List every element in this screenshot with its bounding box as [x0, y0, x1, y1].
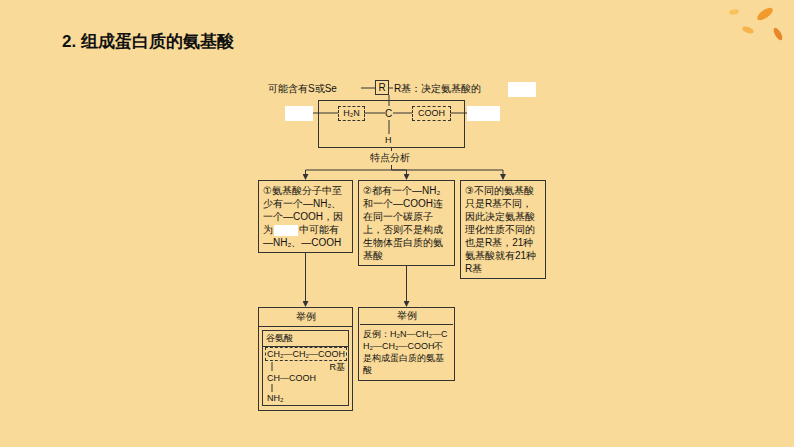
node-text: R — [376, 81, 388, 94]
fill-blank — [467, 106, 500, 121]
leaf-ornament — [729, 6, 784, 42]
node-box: C H H₂N COOH — [318, 100, 465, 148]
title: 2. 组成蛋白质的氨基酸 — [62, 30, 234, 53]
box-heading: 举例 — [360, 308, 453, 325]
node-box: R — [375, 80, 389, 95]
node-text: CH—COOH — [267, 373, 316, 383]
node-text: R基 — [330, 361, 346, 374]
node-text: 反例：H₂N—CH₂—CH₂—CH₂—COOH不是构成蛋白质的氨基酸 — [363, 328, 450, 376]
structure-box: 谷氨酸 CH—COOH NH₂ R基CH₂—CH₂—COOH — [262, 330, 349, 406]
node-text: ②都有一个—NH₂和一个—COOH连在同一个碳原子上，否则不是构成生物体蛋白质的… — [363, 184, 450, 262]
node-text: C — [385, 108, 392, 119]
node-text: H — [385, 135, 392, 145]
fill-blank — [274, 225, 298, 236]
label: R基：决定氨基酸的 — [394, 82, 481, 96]
node-box: ③不同的氨基酸只是R基不同，因此决定氨基酸理化性质不同的也是R基，21种氨基酸就… — [460, 180, 546, 279]
node-box: COOH — [412, 106, 451, 121]
fill-blank — [285, 106, 313, 121]
node-text: COOH — [413, 107, 450, 120]
node-box: H₂N — [338, 106, 365, 121]
node-box: 举例谷氨酸 CH—COOH NH₂ R基CH₂—CH₂—COOH — [258, 307, 353, 411]
structure-box: CH₂—CH₂—COOH — [265, 347, 347, 361]
label: 可能含有S或Se — [268, 82, 337, 96]
connector — [406, 266, 407, 306]
node-text: ③不同的氨基酸只是R基不同，因此决定氨基酸理化性质不同的也是R基，21种氨基酸就… — [465, 184, 541, 275]
node-text: CH₂—CH₂—COOH — [267, 348, 345, 360]
bond-lines — [313, 88, 467, 134]
fill-blank — [508, 82, 536, 97]
node-box: ①氨基酸分子中至少有一个—NH₂、一个—COOH，因为中可能有—NH₂、—COO… — [258, 180, 353, 253]
node-text: NH₂ — [267, 393, 284, 403]
connector — [305, 253, 306, 306]
box-heading: 举例 — [259, 308, 352, 327]
label: 特点分析 — [368, 151, 412, 165]
node-box: 举例反例：H₂N—CH₂—CH₂—CH₂—COOH不是构成蛋白质的氨基酸 — [358, 307, 455, 381]
node-text: 谷氨酸 — [263, 331, 348, 347]
node-text: H₂N — [339, 107, 364, 120]
node-box: ②都有一个—NH₂和一个—COOH连在同一个碳原子上，否则不是构成生物体蛋白质的… — [358, 180, 455, 266]
